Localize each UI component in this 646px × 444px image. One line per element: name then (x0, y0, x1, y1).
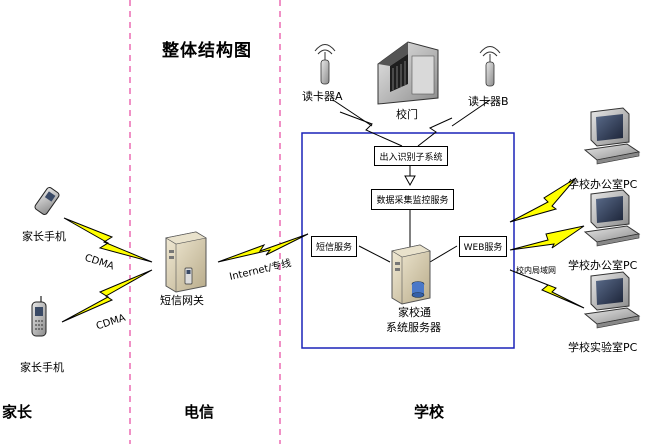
zone-label-school: 学校 (414, 403, 445, 421)
zone-label-parent: 家长 (2, 403, 33, 421)
label-gateway: 短信网关 (160, 294, 204, 307)
label-reader-a: 读卡器A (302, 90, 343, 103)
pc-lab-icon (583, 271, 641, 329)
bolt-internet (217, 233, 309, 263)
bolt-cdma-top (63, 217, 153, 263)
label-phone-top: 家长手机 (22, 230, 66, 243)
bolt-cdma-bottom (61, 269, 153, 323)
pc-office-2-icon (583, 189, 641, 247)
label-lan: 校内局域网 (516, 266, 556, 275)
label-reader-b: 读卡器B (468, 95, 509, 108)
diagram-title: 整体结构图 (162, 41, 252, 61)
reader-a-icon (314, 44, 336, 85)
line-reader-b (451, 99, 491, 127)
box-identify-subsystem: 出入识别子系统 (374, 146, 448, 166)
label-pc-office-1: 学校办公室PC (568, 178, 638, 191)
label-pc-office-2: 学校办公室PC (568, 259, 638, 272)
reader-b-icon (479, 46, 501, 87)
label-pc-lab: 学校实验室PC (568, 341, 638, 354)
zone-label-telecom: 电信 (184, 403, 215, 421)
bolt-pc3 (509, 269, 585, 309)
label-gate: 校门 (396, 108, 418, 121)
school-system-frame (301, 132, 515, 349)
gate-icon (377, 41, 439, 105)
box-data-monitor-service: 数据采集监控服务 (371, 189, 454, 210)
label-server-line1: 家校通 (398, 306, 431, 319)
bolt-pc1 (509, 177, 577, 223)
gateway-icon (165, 231, 207, 293)
label-server-line2: 系统服务器 (386, 321, 441, 334)
phone-top-icon (34, 187, 60, 215)
box-web-service: WEB服务 (459, 236, 507, 257)
phone-bottom-icon (31, 296, 47, 337)
link-gate (339, 111, 403, 147)
pc-office-1-icon (583, 107, 641, 165)
label-phone-bottom: 家长手机 (20, 361, 64, 374)
server-icon (391, 244, 431, 305)
box-sms-service: 短信服务 (311, 236, 357, 257)
bolt-pc2 (509, 225, 585, 251)
